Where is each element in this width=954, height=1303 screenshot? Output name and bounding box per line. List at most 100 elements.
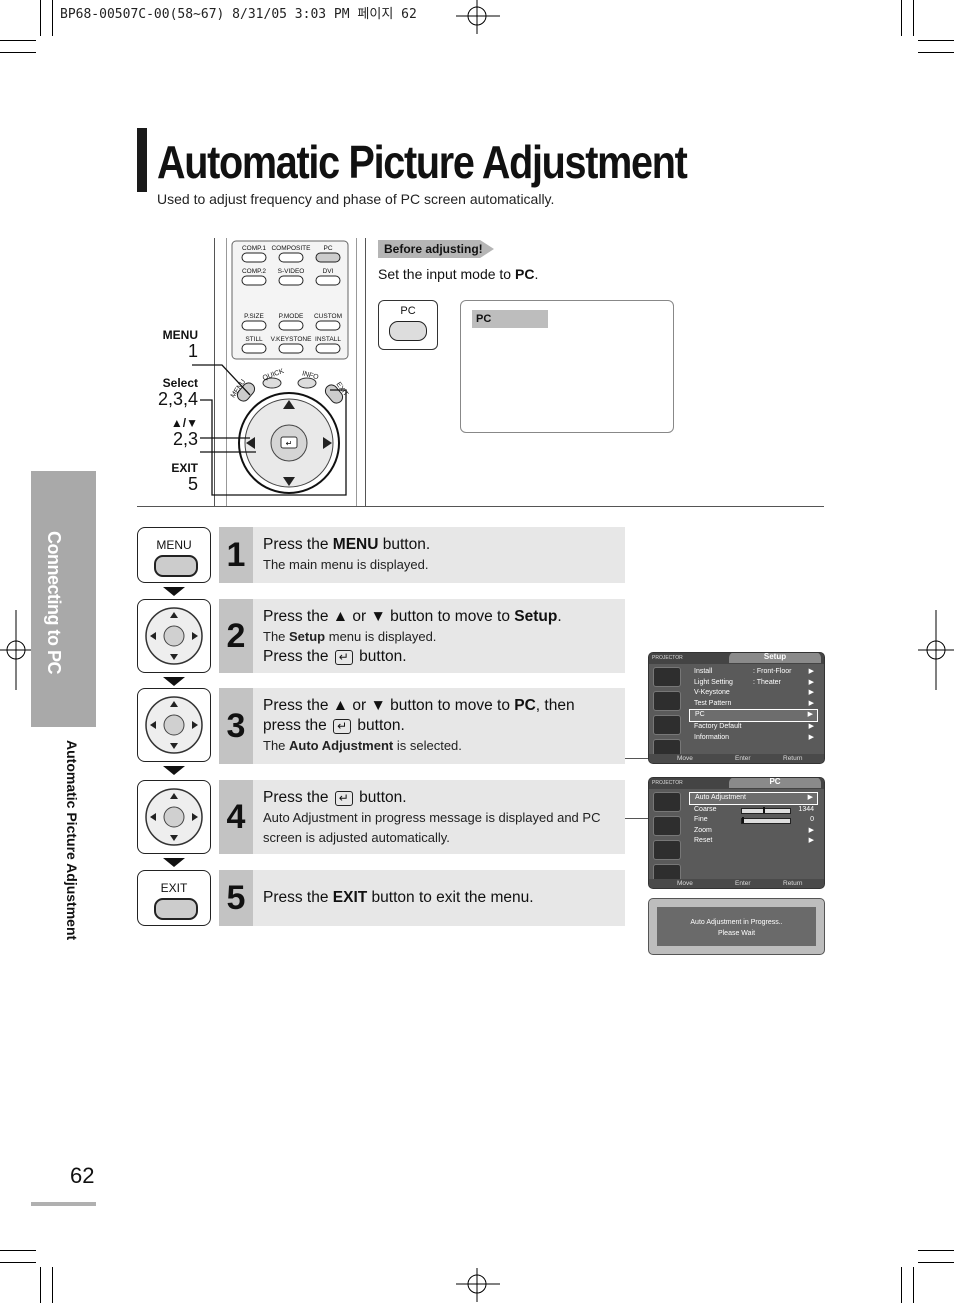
step-text-bold: EXIT xyxy=(332,889,368,906)
remote-key-label: V.KEYSTONE xyxy=(271,336,312,343)
menu-item: Factory Default▶ xyxy=(689,722,818,733)
remote-key xyxy=(278,252,304,263)
remote-key xyxy=(315,320,341,331)
step-text: Auto Adjustment in progress message is d… xyxy=(263,810,601,825)
remote-key-label: S-VIDEO xyxy=(278,268,305,275)
pc-menu-title: PC xyxy=(729,778,821,788)
exit-button-icon: EXIT xyxy=(137,870,211,926)
step-arrow-icon xyxy=(163,677,185,686)
remote-key-label: COMPOSITE xyxy=(271,245,311,252)
remote-key xyxy=(278,343,304,354)
step-text: screen is adjusted automatically. xyxy=(263,830,450,845)
pc-button-label: PC xyxy=(400,305,416,317)
dpad-graphic xyxy=(145,788,203,846)
title-accent-bar xyxy=(137,128,147,192)
step-sub-line: screen is adjusted automatically. xyxy=(263,828,617,848)
menu-item-arrow-icon: ▶ xyxy=(808,678,814,686)
enter-key-icon: ↵ xyxy=(333,719,352,734)
step-sub-line: Auto Adjustment in progress message is d… xyxy=(263,808,617,828)
remote-key-label: CUSTOM xyxy=(314,313,342,320)
dpad-graphic xyxy=(145,607,203,665)
step-text: The main menu is displayed. xyxy=(263,557,429,572)
step-description: Press the ▲ or ▼ button to move to PC, t… xyxy=(263,696,617,756)
menu-item-slider xyxy=(741,817,791,825)
menu-item-label: Install xyxy=(694,668,713,675)
step-icon-label: MENU xyxy=(156,538,192,552)
crop-mark xyxy=(52,1267,53,1303)
page-number: 62 xyxy=(70,1163,95,1188)
crop-mark xyxy=(52,0,53,36)
crop-mark xyxy=(918,52,954,53)
remote-panel xyxy=(214,238,366,506)
connector-line xyxy=(625,758,648,759)
side-subtitle: Automatic Picture Adjustment xyxy=(64,740,80,941)
remote-key xyxy=(241,343,267,354)
step-text: button. xyxy=(354,648,407,665)
menu-item-arrow-icon: ▶ xyxy=(808,668,814,675)
menu-item-label: Test Pattern xyxy=(694,699,732,707)
menu-footer-move: Move xyxy=(677,755,693,762)
step-main-line: Press the EXIT button to exit the menu. xyxy=(263,888,617,908)
step-number: 2 xyxy=(219,599,253,673)
step-main-line: Press the ↵ button. xyxy=(263,788,617,808)
step-text: . xyxy=(557,608,562,625)
crop-mark xyxy=(918,40,954,41)
menu-item: Test Pattern▶ xyxy=(689,699,818,710)
menu-item-label: Auto Adjustment xyxy=(695,794,746,801)
menu-item-value: : Theater xyxy=(753,678,781,686)
crop-mark xyxy=(40,0,41,36)
menu-item-arrow-icon: ▶ xyxy=(808,733,814,741)
svg-text:↵: ↵ xyxy=(286,439,293,448)
step-text: menu is displayed. xyxy=(325,629,437,644)
step-text: press the xyxy=(263,717,332,734)
step-arrow-icon xyxy=(163,587,185,596)
remote-key-label: STILL xyxy=(245,336,263,343)
remote-key xyxy=(315,275,341,286)
menu-item-label: Reset xyxy=(694,837,713,845)
menu-footer-move: Move xyxy=(677,880,693,887)
page-subtitle: Used to adjust frequency and phase of PC… xyxy=(157,191,555,207)
dpad-icon xyxy=(137,780,211,854)
menu-item: Light Setting: Theater▶ xyxy=(689,678,818,689)
registration-mark xyxy=(918,610,954,690)
menu-item-arrow-icon: ▶ xyxy=(807,711,813,719)
step-arrow-icon xyxy=(163,766,185,775)
step-text: is selected. xyxy=(393,738,462,753)
menu-footer-enter: Enter xyxy=(735,755,751,762)
menu-item-arrow-icon: ▶ xyxy=(808,826,814,834)
menu-item: Fine 0 xyxy=(689,815,818,826)
menu-footer-enter: Enter xyxy=(735,880,751,887)
screen-source-label: PC xyxy=(472,310,548,328)
step-main-line: Press the ▲ or ▼ button to move to PC, t… xyxy=(263,696,617,716)
svg-text:INFO: INFO xyxy=(301,370,319,381)
menu-item: Zoom ▶ xyxy=(689,826,818,837)
crop-mark xyxy=(901,1267,902,1303)
remote-key xyxy=(278,275,304,286)
remote-key xyxy=(315,343,341,354)
menu-item-label: Zoom xyxy=(694,826,712,834)
step-sub-line: The main menu is displayed. xyxy=(263,555,617,575)
menu-item-label: PC xyxy=(695,711,705,719)
menu-item-slider xyxy=(741,806,791,814)
remote-key-label: COMP.2 xyxy=(242,268,266,275)
remote-key-label: P.SIZE xyxy=(244,313,264,320)
step-text-bold: Setup xyxy=(289,629,326,644)
progress-message-line1: Auto Adjustment in Progress.. xyxy=(690,919,783,926)
menu-item: Reset▶ xyxy=(689,836,818,847)
crop-mark xyxy=(918,1262,954,1263)
remote-key xyxy=(278,320,304,331)
menu-item-value: 0 xyxy=(810,816,814,824)
enter-key-icon: ↵ xyxy=(334,650,353,665)
registration-mark xyxy=(456,1268,500,1302)
remote-key-label: P.MODE xyxy=(279,313,304,320)
step-icon-pill xyxy=(154,555,198,577)
crop-mark xyxy=(918,1250,954,1251)
step-main-line: Press the MENU button. xyxy=(263,535,617,555)
menu-item-label: Fine xyxy=(694,816,708,824)
step-text-bold: MENU xyxy=(332,536,379,553)
